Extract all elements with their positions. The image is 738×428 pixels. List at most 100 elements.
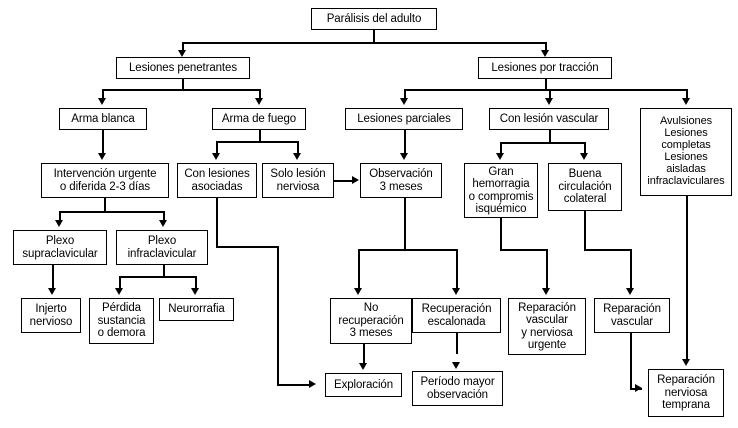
arrow-lesiones-parciales-observacion [400,153,409,160]
edge-plexo-infra-stem [163,265,165,277]
edge-arma-fuego-stem [259,130,261,142]
arrow-con-lesiones-exploracion [309,380,316,389]
node-arma-de-fuego[interactable]: Arma de fuego [212,108,306,130]
node-injerto-nervioso[interactable]: Injerto nervioso [21,298,81,333]
node-reparacion-nerviosa-temprana[interactable]: Reparación nerviosa temprana [648,369,724,417]
node-con-lesiones-asociadas[interactable]: Con lesiones asociadas [177,163,257,198]
edge-traccion-left-drop [404,89,406,99]
arrow-intervencion-plexo-supra [55,220,64,227]
edge-intervencion-stem [104,198,106,212]
node-reparacion-vascular[interactable]: Reparación vascular [594,298,670,333]
edge-traccion-right-drop [686,89,688,99]
node-reparacion-vascular-y-nerviosa-urgente[interactable]: Reparación vascular y nerviosa urgente [508,298,586,355]
node-exploracion[interactable]: Exploración [325,373,402,397]
arrow-intervencion-plexo-infra [159,220,168,227]
edge-vascular-left-drop [500,142,502,155]
arrow-avulsiones-reparacion-nerviosa [682,359,691,366]
node-recuperacion-escalonada[interactable]: Recuperación escalonada [412,298,501,333]
node-lesiones-penetrantes[interactable]: Lesiones penetrantes [116,57,250,79]
node-periodo-mayor-observacion[interactable]: Período mayor observación [412,371,503,406]
arrow-vascular-buena-circulacion [580,153,589,160]
edge-observacion-stem [404,198,406,250]
node-avulsiones-lesiones-completas[interactable]: Avulsiones Lesiones completas Lesiones a… [640,108,732,196]
edge-plexo-infra-left-drop [119,276,121,290]
arrow-plexo-infra-neurorrafia [191,288,200,295]
edge-con-lesiones-right [216,246,279,248]
edge-con-lesiones-down1 [216,198,218,247]
node-buena-circulacion-colateral[interactable]: Buena circulación colateral [548,163,622,211]
node-solo-lesion-nerviosa[interactable]: Solo lesión nerviosa [262,163,334,198]
edge-buena-circ-drop [630,249,632,290]
arrow-penetrantes-arma-blanca [98,98,107,105]
edge-root-bus [182,42,545,44]
arrow-plexo-supra-injerto [48,288,57,295]
edge-traccion-mid-drop [549,89,551,99]
node-lesiones-por-traccion[interactable]: Lesiones por tracción [478,57,612,79]
node-perdida-sustancia[interactable]: Pérdida sustancia o demora [89,298,154,344]
edge-arma-fuego-left-drop [216,141,218,155]
edge-arma-fuego-right-drop [297,141,299,155]
edge-penetrantes-left-drop [102,89,104,99]
arrow-root-traccion [541,50,550,57]
edge-intervencion-bus [59,211,164,213]
arrow-traccion-lesiones-parciales [400,98,409,105]
arrow-plexo-infra-perdida [115,288,124,295]
edge-hemorragia-drop [546,249,548,290]
edge-traccion-stem [545,79,547,90]
edge-plexo-infra-bus [119,276,196,278]
arrow-vascular-gran-hemorragia [496,153,505,160]
arrow-observacion-no-recuperacion [354,288,363,295]
edge-observacion-right-drop [456,249,458,290]
edge-root-penetrantes-drop [182,42,184,53]
edge-arma-blanca-stem [102,130,104,155]
edge-observacion-left-drop [358,249,360,290]
arrow-reparacion-v-nerviosa [635,384,642,393]
edge-root-stem [373,30,375,43]
edge-intervencion-right-drop [163,211,165,222]
node-neurorrafia[interactable]: Neurorrafia [159,298,234,321]
edge-buena-circ-stem [584,211,586,250]
node-arma-blanca[interactable]: Arma blanca [59,108,147,130]
edge-traccion-bus [404,89,686,91]
node-paralisis-del-adulto[interactable]: Parálisis del adulto [311,8,437,30]
node-plexo-supraclavicular[interactable]: Plexo supraclavicular [13,230,107,265]
edge-recuperacion-stem [456,333,458,354]
edge-con-lesiones-down2 [277,246,279,385]
node-intervencion-urgente[interactable]: Intervención urgente o diferida 2-3 días [41,163,169,198]
edge-arma-fuego-bus [216,141,298,143]
arrow-solo-lesion-observacion [352,176,359,185]
arrow-hemorragia-reparacion-vn [542,288,551,295]
arrow-no-recuperacion-exploracion [359,363,368,370]
arrow-recuperacion-periodo [452,362,461,369]
edge-vascular-stem [549,130,551,143]
node-observacion-3-meses[interactable]: Observación 3 meses [360,163,442,198]
node-gran-hemorragia[interactable]: Gran hemorragia o compromis isquémico [464,163,538,218]
edge-hemorragia-jog [500,249,548,251]
edge-buena-circ-jog [584,249,632,251]
arrow-traccion-avulsiones [682,98,691,105]
node-con-lesion-vascular[interactable]: Con lesión vascular [489,108,609,130]
edge-intervencion-left-drop [59,211,61,222]
arrow-buena-circ-reparacion-v [626,288,635,295]
node-lesiones-parciales[interactable]: Lesiones parciales [345,108,463,130]
edge-avulsiones-stem [686,196,688,361]
edge-con-lesiones-into-exploracion [277,384,310,386]
arrow-penetrantes-arma-fuego [255,98,264,105]
arrow-observacion-recuperacion [452,288,461,295]
node-no-recuperacion-3-meses[interactable]: No recuperación 3 meses [330,298,412,344]
arrow-traccion-con-lesion-vascular [545,98,554,105]
edge-vascular-bus [500,142,585,144]
node-plexo-infraclavicular[interactable]: Plexo infraclavicular [116,230,208,265]
edge-hemorragia-stem [500,218,502,250]
edge-root-traccion-drop [545,42,547,53]
edge-penetrantes-right-drop [259,89,261,99]
arrow-root-penetrantes [178,50,187,57]
edge-penetrantes-bus [102,89,260,91]
edge-observacion-bus [358,249,457,251]
edge-plexo-infra-right-drop [195,276,197,290]
arrow-arma-blanca-intervencion [98,153,107,160]
edge-lesiones-parciales-stem [404,130,406,155]
edge-solo-lesion-link [334,180,353,182]
arrow-arma-fuego-con-lesiones [212,153,221,160]
